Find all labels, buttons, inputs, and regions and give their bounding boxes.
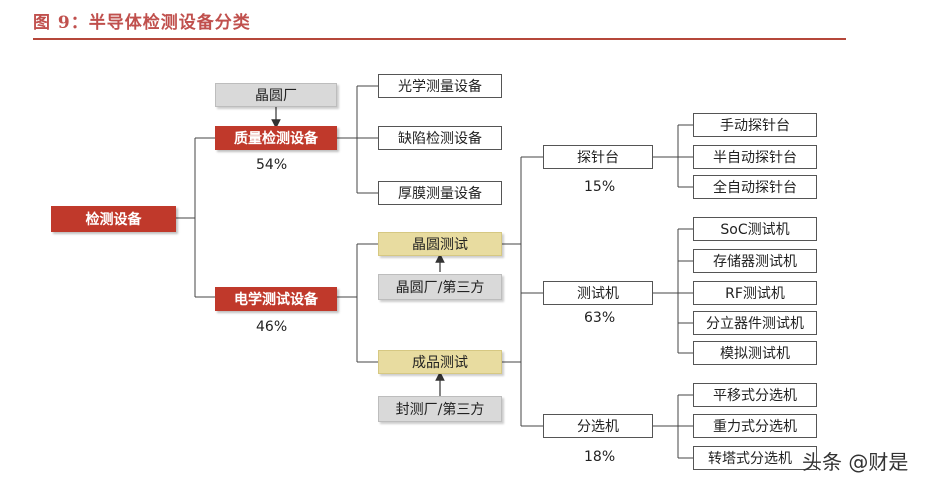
tester-type-soc: SoC测试机 — [693, 217, 817, 241]
figure-title: 图 9：半导体检测设备分类 — [33, 13, 251, 33]
tester-type-analog: 模拟测试机 — [693, 341, 817, 365]
electrical-test-node: 电学测试设备 — [215, 287, 337, 311]
final-third-party-node: 封测厂/第三方 — [378, 396, 502, 422]
optical-measure-node: 光学测量设备 — [378, 74, 502, 98]
watermark-text: 头条 @财是 — [802, 450, 909, 474]
tester-type-memory: 存储器测试机 — [693, 249, 817, 273]
quality-share: 54% — [256, 157, 288, 173]
tester-share: 63% — [584, 310, 616, 326]
tester-node: 测试机 — [543, 281, 653, 305]
handler-share: 18% — [584, 449, 616, 465]
tester-type-rf: RF测试机 — [693, 281, 817, 305]
electrical-share: 46% — [256, 319, 288, 335]
title-divider — [33, 38, 846, 40]
handler-connector — [653, 394, 693, 459]
defect-inspection-node: 缺陷检测设备 — [378, 126, 502, 150]
electrical-connector — [337, 243, 378, 363]
prober-share: 15% — [584, 179, 616, 195]
prober-type-full-auto: 全自动探针台 — [693, 175, 817, 199]
prober-type-manual: 手动探针台 — [693, 113, 817, 137]
root-connector — [176, 137, 215, 298]
final-test-node: 成品测试 — [378, 350, 502, 374]
prober-node: 探针台 — [543, 145, 653, 169]
handler-node: 分选机 — [543, 414, 653, 438]
quality-connector — [337, 85, 378, 194]
film-measure-node: 厚膜测量设备 — [378, 181, 502, 205]
handler-type-turret: 转塔式分选机 — [693, 446, 817, 470]
tester-type-discrete: 分立器件测试机 — [693, 311, 817, 335]
wafer-test-node: 晶圆测试 — [378, 232, 502, 256]
test-machine-connector — [502, 156, 543, 427]
prober-type-semi-auto: 半自动探针台 — [693, 145, 817, 169]
root-node: 检测设备 — [51, 206, 176, 232]
prober-connector — [653, 124, 693, 188]
handler-type-gravity: 重力式分选机 — [693, 414, 817, 438]
handler-type-pick-place: 平移式分选机 — [693, 383, 817, 407]
quality-inspection-node: 质量检测设备 — [215, 126, 337, 150]
tester-connector — [653, 228, 693, 354]
fab-node: 晶圆厂 — [215, 83, 337, 107]
wafer-third-party-node: 晶圆厂/第三方 — [378, 274, 502, 300]
